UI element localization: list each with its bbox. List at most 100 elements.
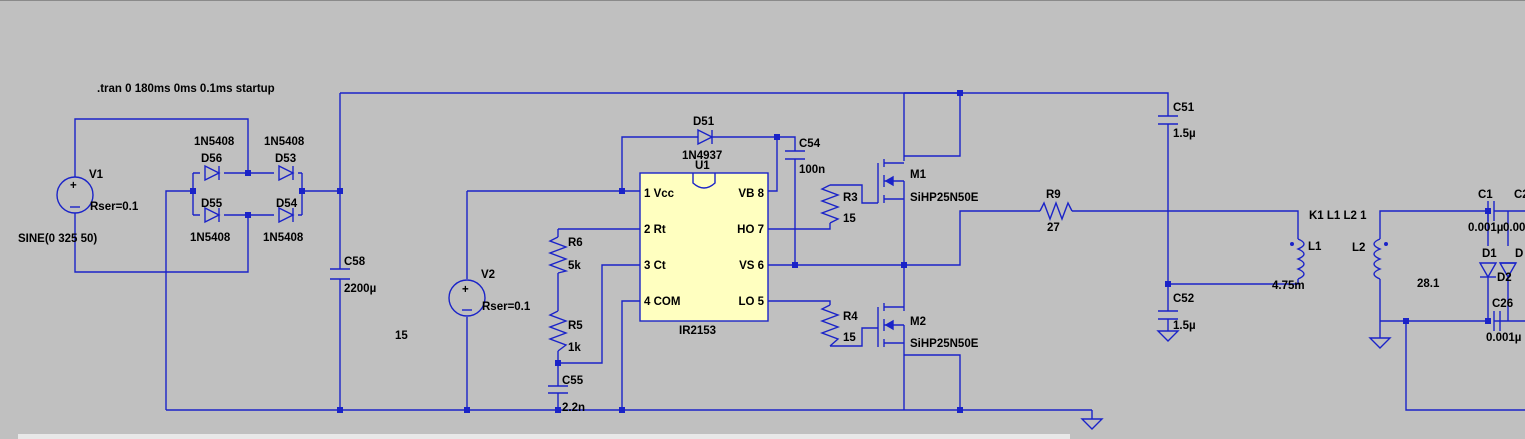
capacitor-c51[interactable]: C51 1.5µ — [1158, 102, 1196, 140]
l2-name: L2 — [1352, 242, 1365, 254]
source-v2[interactable]: + V2 Rser=0.1 15 — [395, 269, 531, 342]
pin-vs: VS 6 — [739, 260, 764, 272]
c1-value: 0.001µ — [1468, 222, 1503, 234]
v2-name: V2 — [481, 269, 495, 281]
m1-model: SiHP25N50E — [910, 192, 979, 204]
d53-name: D53 — [275, 153, 296, 165]
d55-model: 1N5408 — [190, 232, 231, 244]
mosfet-m1[interactable]: M1 SiHP25N50E — [877, 159, 979, 204]
r5-name: R5 — [568, 320, 583, 332]
coupling-directive[interactable]: K1 L1 L2 1 — [1309, 210, 1367, 222]
pin-vb: VB 8 — [738, 188, 764, 200]
inductor-l1[interactable]: L1 4.75m — [1272, 238, 1322, 292]
ic-ref: U1 — [695, 160, 710, 172]
inductor-l2[interactable]: L2 28.1 — [1352, 238, 1440, 290]
horizontal-scrollbar[interactable] — [18, 434, 1070, 439]
l1-name: L1 — [1308, 241, 1322, 253]
r6-name: R6 — [568, 237, 583, 249]
v1-name: V1 — [89, 169, 104, 181]
pin-ho: HO 7 — [737, 224, 764, 236]
c1-name: C1 — [1478, 189, 1493, 201]
v1-plus-sign: + — [70, 180, 77, 192]
l2-value: 28.1 — [1417, 278, 1440, 290]
resistor-r9[interactable]: R9 27 — [1039, 189, 1073, 234]
capacitor-c52[interactable]: C52 1.5µ — [1158, 293, 1196, 332]
spice-directive[interactable]: .tran 0 180ms 0ms 0.1ms startup — [97, 83, 275, 95]
capacitor-c58[interactable]: C58 2200µ — [330, 256, 376, 295]
mosfet-m2[interactable]: M2 SiHP25N50E — [877, 303, 979, 350]
resistor-r5[interactable]: R5 1k — [548, 310, 583, 354]
d53-model: 1N5408 — [264, 136, 305, 148]
c26-value: 0.001µ — [1486, 332, 1521, 344]
ground-symbol-main — [1080, 418, 1104, 430]
source-v1[interactable]: + V1 Rser=0.1 SINE(0 325 50) — [18, 169, 139, 245]
c51-value: 1.5µ — [1173, 128, 1196, 140]
d54-name: D54 — [276, 198, 298, 210]
c52-value: 1.5µ — [1173, 320, 1196, 332]
diode-d56[interactable]: 1N5408 D56 — [194, 136, 235, 182]
r5-value: 1k — [568, 342, 581, 354]
v1-rser: Rser=0.1 — [90, 201, 139, 213]
c51-name: C51 — [1173, 102, 1195, 114]
r9-name: R9 — [1046, 189, 1061, 201]
r3-value: 15 — [843, 213, 856, 225]
c2-name: C2 — [1514, 189, 1525, 201]
ic-part: IR2153 — [679, 325, 716, 337]
d56-name: D56 — [201, 153, 222, 165]
pin-vcc: 1 Vcc — [644, 188, 675, 200]
l1-value: 4.75m — [1272, 280, 1305, 292]
diode-d53[interactable]: 1N5408 D53 — [264, 136, 305, 182]
v2-plus-sign: + — [462, 284, 469, 296]
junctions — [190, 90, 1491, 413]
m2-name: M2 — [910, 316, 926, 328]
wires — [74, 92, 1525, 419]
capacitor-c2[interactable]: C2 0.00 — [1503, 189, 1525, 234]
v2-value: 15 — [395, 330, 408, 342]
capacitor-c1[interactable]: C1 0.001µ — [1468, 189, 1503, 234]
pin-com: 4 COM — [644, 296, 680, 308]
resistor-r3[interactable]: R3 15 — [820, 184, 858, 225]
d56-model: 1N5408 — [194, 136, 235, 148]
pin-rt: 2 Rt — [644, 224, 666, 236]
ic-u1[interactable]: U1 1 Vcc 2 Rt 3 Ct 4 COM VB 8 HO 7 VS 6 … — [639, 160, 769, 337]
d51-name: D51 — [693, 116, 715, 128]
c55-name: C55 — [562, 375, 584, 387]
capacitor-c55[interactable]: C55 2.2n — [548, 375, 585, 414]
v2-rser: Rser=0.1 — [482, 301, 531, 313]
diode-d55[interactable]: D55 1N5408 — [190, 198, 231, 244]
v1-value: SINE(0 325 50) — [18, 233, 97, 245]
d51-model: 1N4937 — [682, 150, 722, 162]
c54-name: C54 — [799, 138, 821, 150]
d2-partial-label: D — [1515, 248, 1523, 260]
ground-symbol-c52 — [1156, 330, 1180, 342]
c2-value: 0.00 — [1503, 222, 1525, 234]
ground-symbol-l2 — [1368, 337, 1392, 349]
r9-value: 27 — [1047, 222, 1060, 234]
m1-name: M1 — [910, 169, 927, 181]
resistor-r4[interactable]: R4 15 — [820, 304, 858, 347]
c55-value: 2.2n — [562, 402, 585, 414]
c58-name: C58 — [344, 256, 366, 268]
diode-d51[interactable]: D51 1N4937 — [682, 116, 722, 162]
pin-lo: LO 5 — [738, 296, 764, 308]
capacitor-c26[interactable]: C26 0.001µ — [1486, 298, 1521, 344]
c26-name: C26 — [1492, 298, 1513, 310]
r4-value: 15 — [843, 332, 856, 344]
d54-model: 1N5408 — [263, 232, 304, 244]
d2-name: D2 — [1497, 272, 1512, 284]
r4-name: R4 — [843, 311, 858, 323]
r3-name: R3 — [843, 192, 858, 204]
pin-ct: 3 Ct — [644, 260, 666, 272]
d1-name: D1 — [1482, 248, 1497, 260]
m2-model: SiHP25N50E — [910, 338, 979, 350]
diode-d2[interactable]: D2 D — [1497, 248, 1523, 284]
resistor-r6[interactable]: R6 5k — [548, 236, 583, 274]
capacitor-c54[interactable]: C54 100n — [785, 138, 825, 176]
c54-value: 100n — [799, 164, 825, 176]
r6-value: 5k — [568, 260, 581, 272]
diode-d1[interactable]: D1 — [1478, 248, 1497, 279]
diode-d54[interactable]: D54 1N5408 — [263, 198, 304, 244]
d55-name: D55 — [201, 198, 223, 210]
